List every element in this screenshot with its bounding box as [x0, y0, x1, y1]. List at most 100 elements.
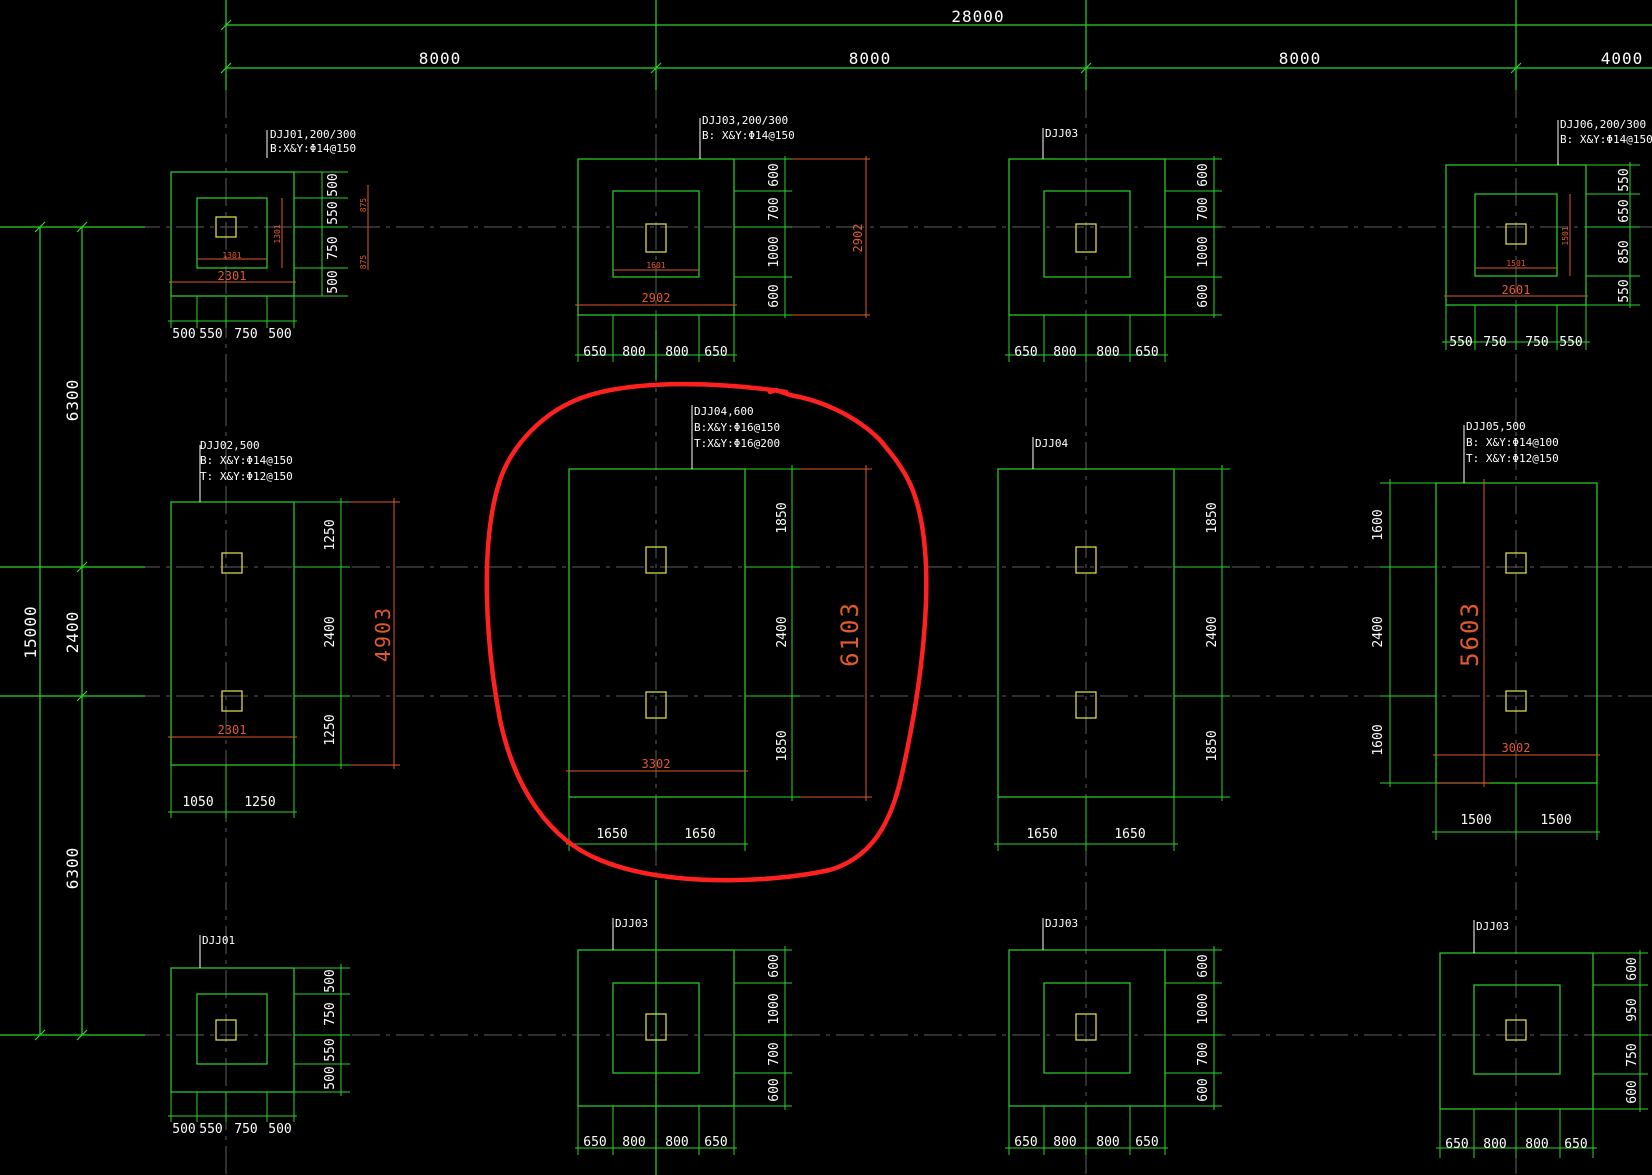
label-r1-c2-b: B: X&Y:Φ14@150 [702, 129, 795, 142]
top-dimension-chain [220, 19, 1652, 74]
footing-r1-c1[interactable] [168, 130, 369, 328]
footing-r3-c3[interactable] [1005, 918, 1222, 1155]
column-r2-c2-bottom [645, 691, 667, 719]
orange-r1-c1-w: 2301 [218, 269, 247, 283]
dim-r1-c3-h2: 800 [1096, 345, 1119, 360]
orange-r2-c1-v: 4903 [371, 606, 395, 662]
footing-r2-c4[interactable] [1380, 425, 1600, 840]
dim-r1-c3-h3: 650 [1135, 345, 1158, 360]
footing-r2-c2[interactable] [566, 405, 872, 851]
label-r2-c2-c: T:X&Y:Φ16@200 [694, 437, 780, 450]
label-r3-c4-a: DJJ03 [1476, 920, 1509, 933]
dim-r3-c3-v1: 1000 [1196, 993, 1211, 1024]
dim-r1-c2-v1: 700 [767, 197, 782, 220]
dim-r1-c2-h3: 650 [704, 345, 727, 360]
dim-span-1: 8000 [419, 49, 462, 68]
column-r2-c2-top [645, 546, 667, 574]
dim-r3-c1-h3: 500 [268, 1122, 291, 1137]
footing-r2-c1[interactable] [168, 445, 400, 818]
dim-r3-c1-h1: 550 [199, 1122, 222, 1137]
footing-r3-c1[interactable] [168, 935, 350, 1122]
left-dimension-chain [34, 221, 88, 1041]
orange-r1-c1-in-v: 1301 [273, 224, 282, 243]
dim-r1-c3-v3: 600 [1196, 284, 1211, 307]
dim-r1-c4-h2: 750 [1525, 335, 1548, 350]
dim-r2-c2-h0: 1650 [596, 827, 627, 842]
column-r2-c1-top [221, 552, 243, 574]
column-r1-c1 [215, 216, 237, 238]
dim-r2-c3-h0: 1650 [1026, 827, 1057, 842]
dim-r3-c3-v2: 700 [1196, 1042, 1211, 1065]
orange-r1-c4-in: 1501 [1506, 259, 1525, 268]
column-r2-c4-top [1505, 552, 1527, 574]
column-r1-c4 [1505, 223, 1527, 245]
label-r1-c1-b: B:X&Y:Φ14@150 [270, 142, 356, 155]
dim-r2-c4-h0: 1500 [1460, 813, 1491, 828]
axis-grid [0, 90, 1652, 1175]
column-r3-c2 [645, 1013, 667, 1041]
dim-r1-c1-v1: 550 [326, 201, 341, 224]
dim-r2-c4-v1: 2400 [1371, 616, 1386, 647]
orange-r2-c1-w: 2301 [218, 723, 247, 737]
label-r2-c1-a: DJJ02,500 [200, 439, 260, 452]
dim-r1-c3-v0: 600 [1196, 163, 1211, 186]
dim-r2-c3-h1: 1650 [1114, 827, 1145, 842]
dim-r1-c1-h2: 750 [234, 327, 257, 342]
orange-r1-c2-v: 2902 [851, 224, 865, 253]
label-r2-c2-b: B:X&Y:Φ16@150 [694, 421, 780, 434]
dim-r3-c1-v0: 500 [323, 969, 338, 992]
footing-r3-c2[interactable] [575, 918, 792, 1155]
dim-r3-c3-v0: 600 [1196, 954, 1211, 977]
orange-r2-c4-v: 5603 [1456, 601, 1484, 667]
dim-r2-c2-h1: 1650 [684, 827, 715, 842]
dim-r3-c4-v0: 600 [1625, 957, 1640, 980]
dim-r3-c2-h0: 650 [583, 1135, 606, 1150]
dim-r1-c2-v0: 600 [767, 163, 782, 186]
dim-r2-c2-v2: 1850 [775, 730, 790, 761]
dim-span-4: 4000 [1601, 49, 1644, 68]
label-r1-c4-a: DJJ06,200/300 [1560, 118, 1646, 131]
dim-r1-c4-v2: 850 [1617, 240, 1632, 263]
dim-r2-c1-v2: 1250 [323, 714, 338, 745]
dim-r2-c4-h1: 1500 [1540, 813, 1571, 828]
orange-r1-c4-w: 2601 [1502, 283, 1531, 297]
footing-r1-c3[interactable] [1005, 128, 1222, 362]
label-r2-c3-a: DJJ04 [1035, 437, 1068, 450]
label-r2-c4-a: DJJ05,500 [1466, 420, 1526, 433]
orange-r1-c2-in: 1601 [646, 261, 665, 270]
dim-r2-c3-v0: 1850 [1205, 502, 1220, 533]
dim-r2-c4-v2: 1600 [1371, 724, 1386, 755]
dim-r3-c1-h2: 750 [234, 1122, 257, 1137]
dim-r3-c4-h2: 800 [1525, 1137, 1548, 1152]
dim-r1-c1-v2: 750 [326, 236, 341, 259]
dim-r1-c4-h3: 550 [1559, 335, 1582, 350]
dim-r2-c4-v0: 1600 [1371, 509, 1386, 540]
dim-r1-c2-v2: 1000 [767, 236, 782, 267]
dim-r3-c2-h3: 650 [704, 1135, 727, 1150]
dim-r1-c4-v0: 550 [1617, 168, 1632, 191]
dim-r1-c2-h2: 800 [665, 345, 688, 360]
dim-r3-c1-v1: 750 [323, 1002, 338, 1025]
orange-r1-c1-side1: 875 [359, 198, 368, 213]
footing-r2-c3[interactable] [994, 437, 1230, 851]
dim-r1-c1-h3: 500 [268, 327, 291, 342]
footing-r3-c4[interactable] [1436, 920, 1648, 1158]
dim-r2-c3-v1: 2400 [1205, 616, 1220, 647]
dim-r1-c3-v2: 1000 [1196, 236, 1211, 267]
dim-r3-c4-v2: 750 [1625, 1043, 1640, 1066]
column-r2-c3-bottom [1075, 691, 1097, 719]
label-r2-c1-c: T: X&Y:Φ12@150 [200, 470, 293, 483]
dim-r3-c3-h3: 650 [1135, 1135, 1158, 1150]
orange-r2-c2-w: 3302 [642, 757, 671, 771]
footing-r1-c2[interactable] [575, 118, 870, 362]
dim-r1-c3-v1: 700 [1196, 197, 1211, 220]
dim-r3-c2-h2: 800 [665, 1135, 688, 1150]
dim-r2-c1-h0: 1050 [182, 795, 213, 810]
footing-r1-c4[interactable] [1442, 120, 1640, 350]
dim-r1-c1-v3: 500 [326, 270, 341, 293]
dim-r2-c1-v0: 1250 [323, 519, 338, 550]
dim-r1-c4-h0: 550 [1449, 335, 1472, 350]
label-r2-c4-c: T: X&Y:Φ12@150 [1466, 452, 1559, 465]
dim-r3-c4-h1: 800 [1483, 1137, 1506, 1152]
